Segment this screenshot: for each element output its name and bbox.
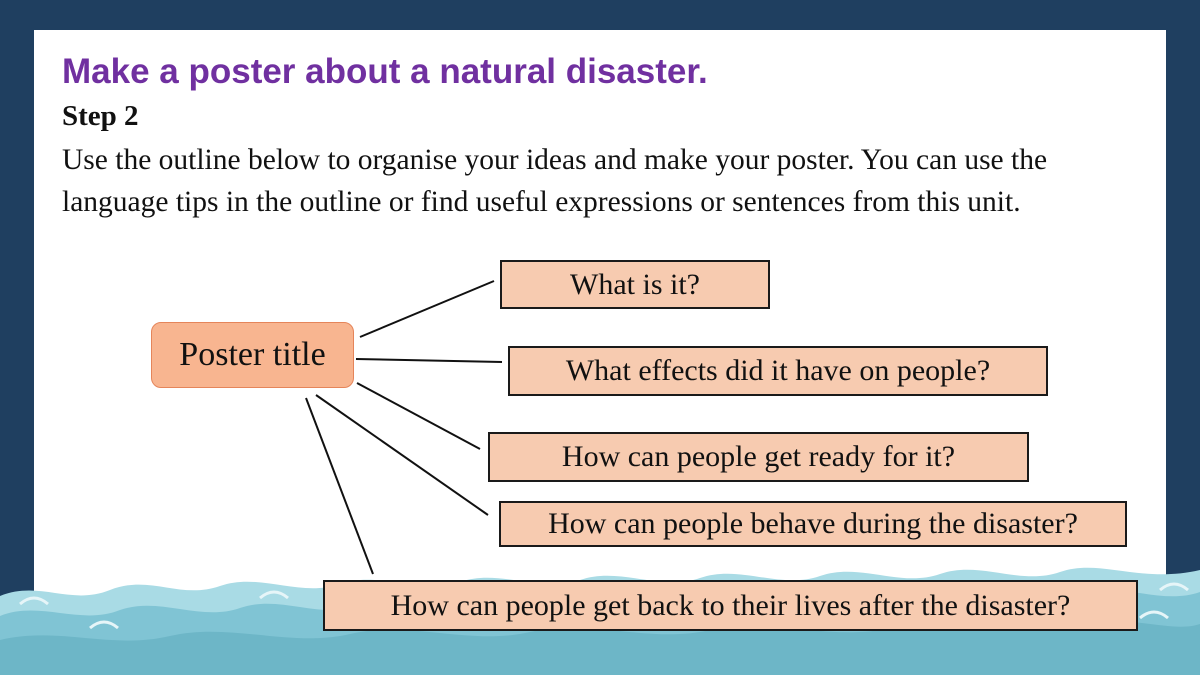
connector-line-4 — [315, 394, 489, 516]
question-box-effects: What effects did it have on people? — [508, 346, 1048, 396]
question-box-what-is-it: What is it? — [500, 260, 770, 309]
instructions-text: Use the outline below to organise your i… — [62, 144, 1048, 218]
connector-line-5 — [305, 397, 374, 575]
slide-title: Make a poster about a natural disaster. — [62, 52, 708, 91]
connector-line-1 — [359, 280, 495, 338]
connector-line-3 — [356, 382, 481, 450]
connector-line-2 — [355, 358, 503, 363]
step-label: Step 2 — [62, 100, 139, 132]
question-box-behave-during: How can people behave during the disaste… — [499, 501, 1127, 547]
poster-title-node: Poster title — [151, 322, 354, 388]
question-box-get-ready: How can people get ready for it? — [488, 432, 1029, 482]
question-box-get-back: How can people get back to their lives a… — [323, 580, 1138, 631]
